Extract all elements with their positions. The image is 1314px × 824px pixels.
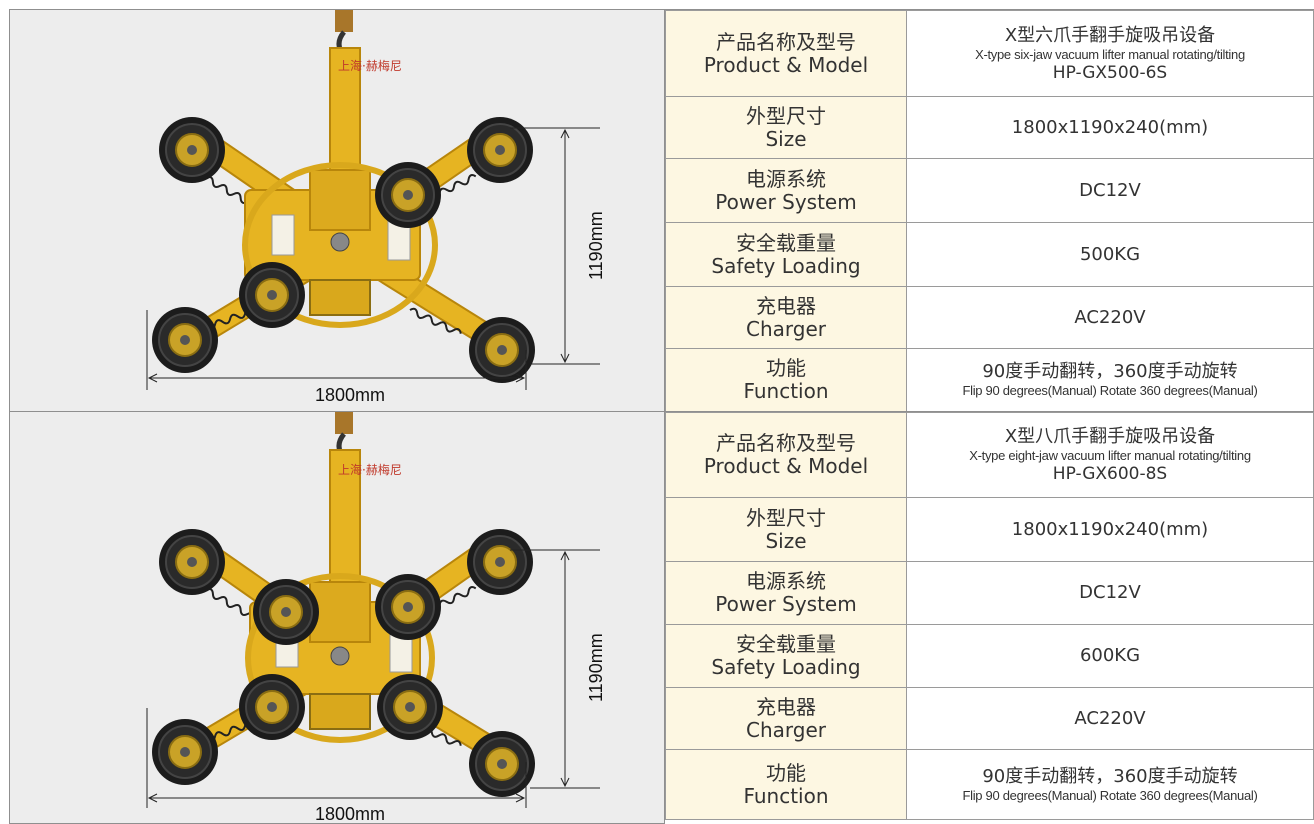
value-function: 90度手动翻转，360度手动旋转 Flip 90 degrees(Manual)… [906,348,1314,412]
arm-brand-text: 上海·赫梅尼 [338,462,402,477]
label-function: 功能 Function [665,348,907,412]
label-product-model: 产品名称及型号 Product & Model [665,10,907,97]
label-size: 外型尺寸 Size [665,497,907,562]
table-row: 电源系统 Power System DC12V [665,158,1314,223]
table-row: 安全载重量 Safety Loading 600KG [665,624,1314,688]
value-power-system: DC12V [906,561,1314,625]
suction-pad [238,261,306,329]
suction-pad [252,578,320,646]
suction-pad [376,673,444,741]
table-row: 外型尺寸 Size 1800x1190x240(mm) [665,96,1314,159]
value-size: 1800x1190x240(mm) [906,96,1314,159]
table-row: 产品名称及型号 Product & Model X型六爪手翻手旋吸吊设备 X-t… [665,10,1314,97]
table-row: 外型尺寸 Size 1800x1190x240(mm) [665,497,1314,562]
suction-pad [468,316,536,384]
central-body [242,162,438,328]
height-dimension-label: 1190mm [586,633,606,702]
value-safety-loading: 500KG [906,222,1314,287]
suction-pad [374,573,442,641]
width-dimension-label: 1800mm [315,804,385,824]
label-function: 功能 Function [665,749,907,820]
suction-pad [151,718,219,786]
table-row: 充电器 Charger AC220V [665,687,1314,750]
product-block-1: 上海·赫梅尼 1190mm 1800mm 产品名 [9,9,1314,412]
table-row: 电源系统 Power System DC12V [665,561,1314,625]
table-row: 功能 Function 90度手动翻转，360度手动旋转 Flip 90 deg… [665,348,1314,412]
suction-pad [158,116,226,184]
spec-table-2: 产品名称及型号 Product & Model X型八爪手翻手旋吸吊设备 X-t… [665,412,1314,820]
value-charger: AC220V [906,687,1314,750]
value-product-model: X型八爪手翻手旋吸吊设备 X-type eight-jaw vacuum lif… [906,412,1314,498]
value-size: 1800x1190x240(mm) [906,497,1314,562]
label-power-system: 电源系统 Power System [665,158,907,223]
suction-pad [468,730,536,798]
height-dimension [510,549,600,789]
value-product-model: X型六爪手翻手旋吸吊设备 X-type six-jaw vacuum lifte… [906,10,1314,97]
value-power-system: DC12V [906,158,1314,223]
height-dimension-label: 1190mm [586,211,606,280]
width-dimension [146,708,527,808]
suction-pad [374,161,442,229]
suction-pad [238,673,306,741]
label-size: 外型尺寸 Size [665,96,907,159]
value-charger: AC220V [906,286,1314,349]
label-safety-loading: 安全载重量 Safety Loading [665,624,907,688]
product-block-2: 上海·赫梅尼 1190mm 1800mm 产品名称及型号 [9,411,1314,824]
suction-pad [466,528,534,596]
product-image-panel: 上海·赫梅尼 1190mm 1800mm [9,412,665,824]
table-row: 功能 Function 90度手动翻转，360度手动旋转 Flip 90 deg… [665,749,1314,820]
table-row: 产品名称及型号 Product & Model X型八爪手翻手旋吸吊设备 X-t… [665,412,1314,498]
label-product-model: 产品名称及型号 Product & Model [665,412,907,498]
width-dimension [146,310,527,390]
width-dimension-label: 1800mm [315,385,385,405]
lifter-illustration: 上海·赫梅尼 1190mm 1800mm [146,412,606,824]
suction-pad [466,116,534,184]
value-function: 90度手动翻转，360度手动旋转 Flip 90 degrees(Manual)… [906,749,1314,820]
suction-pad [158,528,226,596]
lifter-illustration: 上海·赫梅尼 1190mm 1800mm [146,10,606,405]
table-row: 安全载重量 Safety Loading 500KG [665,222,1314,287]
suction-pad [151,306,219,374]
arm-brand-text: 上海·赫梅尼 [338,58,402,73]
spec-table-1: 产品名称及型号 Product & Model X型六爪手翻手旋吸吊设备 X-t… [665,10,1314,412]
label-charger: 充电器 Charger [665,286,907,349]
table-row: 充电器 Charger AC220V [665,286,1314,349]
label-safety-loading: 安全载重量 Safety Loading [665,222,907,287]
value-safety-loading: 600KG [906,624,1314,688]
height-dimension [510,127,600,365]
label-power-system: 电源系统 Power System [665,561,907,625]
label-charger: 充电器 Charger [665,687,907,750]
product-image-panel: 上海·赫梅尼 1190mm 1800mm [9,10,665,412]
